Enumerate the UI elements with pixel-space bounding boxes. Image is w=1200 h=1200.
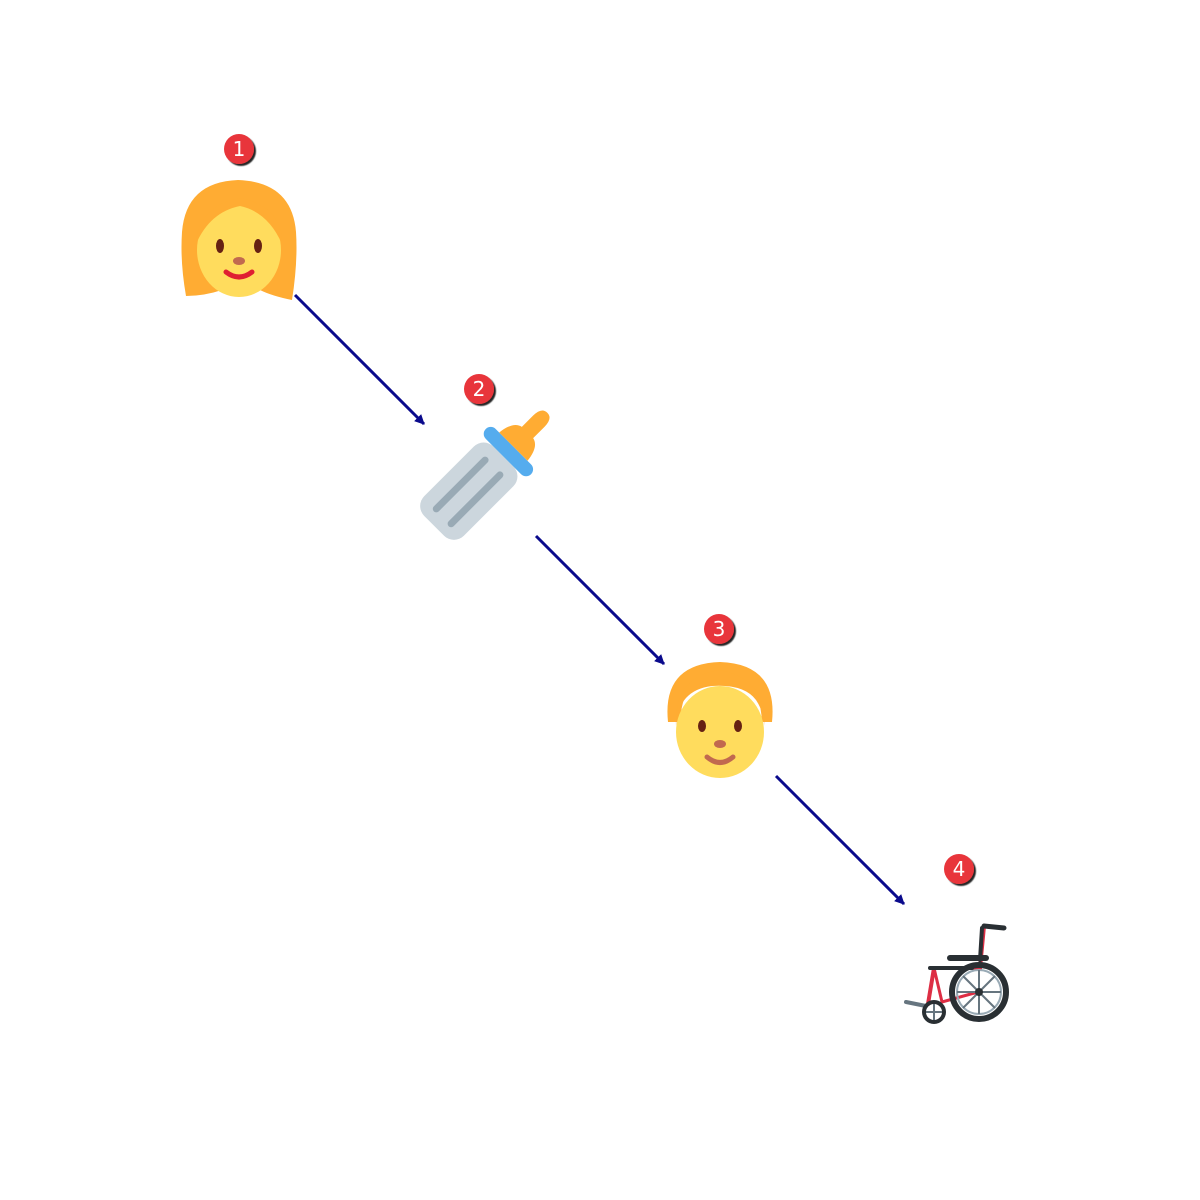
arrow-2-to-3 <box>534 534 666 666</box>
step-number-1: 1 <box>233 137 246 161</box>
arrows <box>293 293 906 906</box>
step-number-4: 4 <box>953 857 966 881</box>
arrow-1-to-2 <box>293 293 426 426</box>
step-2: 2 <box>420 374 550 540</box>
step-badge-3 <box>704 614 734 644</box>
step-number-2: 2 <box>473 377 486 401</box>
step-badge-4 <box>944 854 974 884</box>
arrow-3-to-4 <box>774 774 906 906</box>
step-3: 3 <box>667 614 773 778</box>
step-number-3: 3 <box>713 617 726 641</box>
step-badge-2 <box>464 374 494 404</box>
step-badge-1 <box>224 134 254 164</box>
woman-icon <box>181 180 297 300</box>
baby-bottle-icon <box>420 410 550 540</box>
child-icon <box>667 662 773 778</box>
step-4: 4 <box>904 854 1009 1024</box>
wheelchair-icon <box>904 923 1009 1024</box>
step-1: 1 <box>181 134 297 300</box>
